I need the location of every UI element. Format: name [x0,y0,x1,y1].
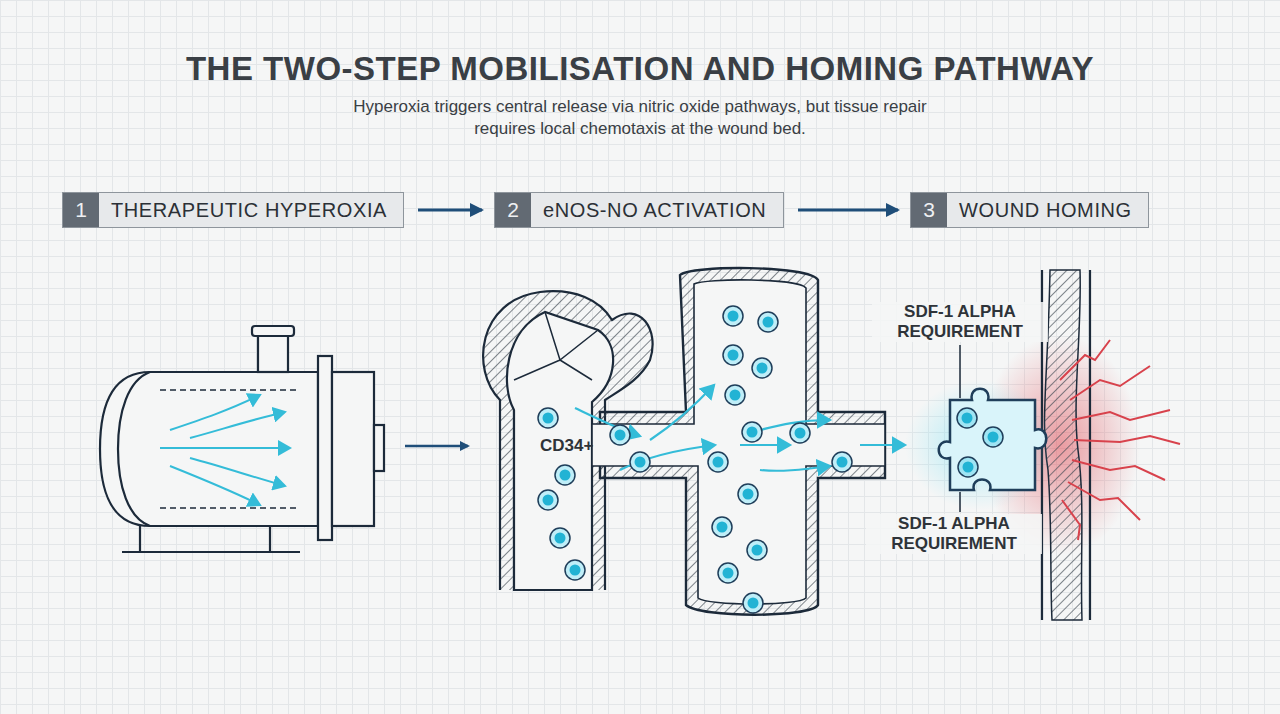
leader-line [959,345,961,398]
title: THE TWO-STEP MOBILISATION AND HOMING PAT… [0,50,1280,88]
step-box: 3WOUND HOMING [910,192,1149,228]
step-box: 1THERAPEUTIC HYPEROXIA [62,192,404,228]
flow-arrow [405,445,468,448]
step-label: eNOS-NO ACTIVATION [531,193,780,227]
hyperbaric-chamber [100,326,384,552]
puzzle-piece [905,380,1055,510]
step-arrow [418,209,482,212]
callout-label: SDF-1 ALPHA REQUIREMENT [872,302,1048,342]
caption: Hyperoxia triggers central release via n… [340,96,940,140]
callout-label: SDF-1 ALPHA REQUIREMENT [866,514,1042,554]
cd34-cells [538,306,852,613]
step-arrow [798,209,898,212]
step-box: 2eNOS-NO ACTIVATION [494,192,784,228]
step-number: 3 [911,193,947,227]
cell-label: CD34+ [537,436,596,456]
step-label: WOUND HOMING [947,193,1146,227]
step-number: 2 [495,193,531,227]
flow-arrows [575,385,905,471]
leader-line [959,492,961,512]
bone [483,291,652,590]
step-label: THERAPEUTIC HYPEROXIA [99,193,401,227]
step-number: 1 [63,193,99,227]
blood-vessel [592,268,885,615]
